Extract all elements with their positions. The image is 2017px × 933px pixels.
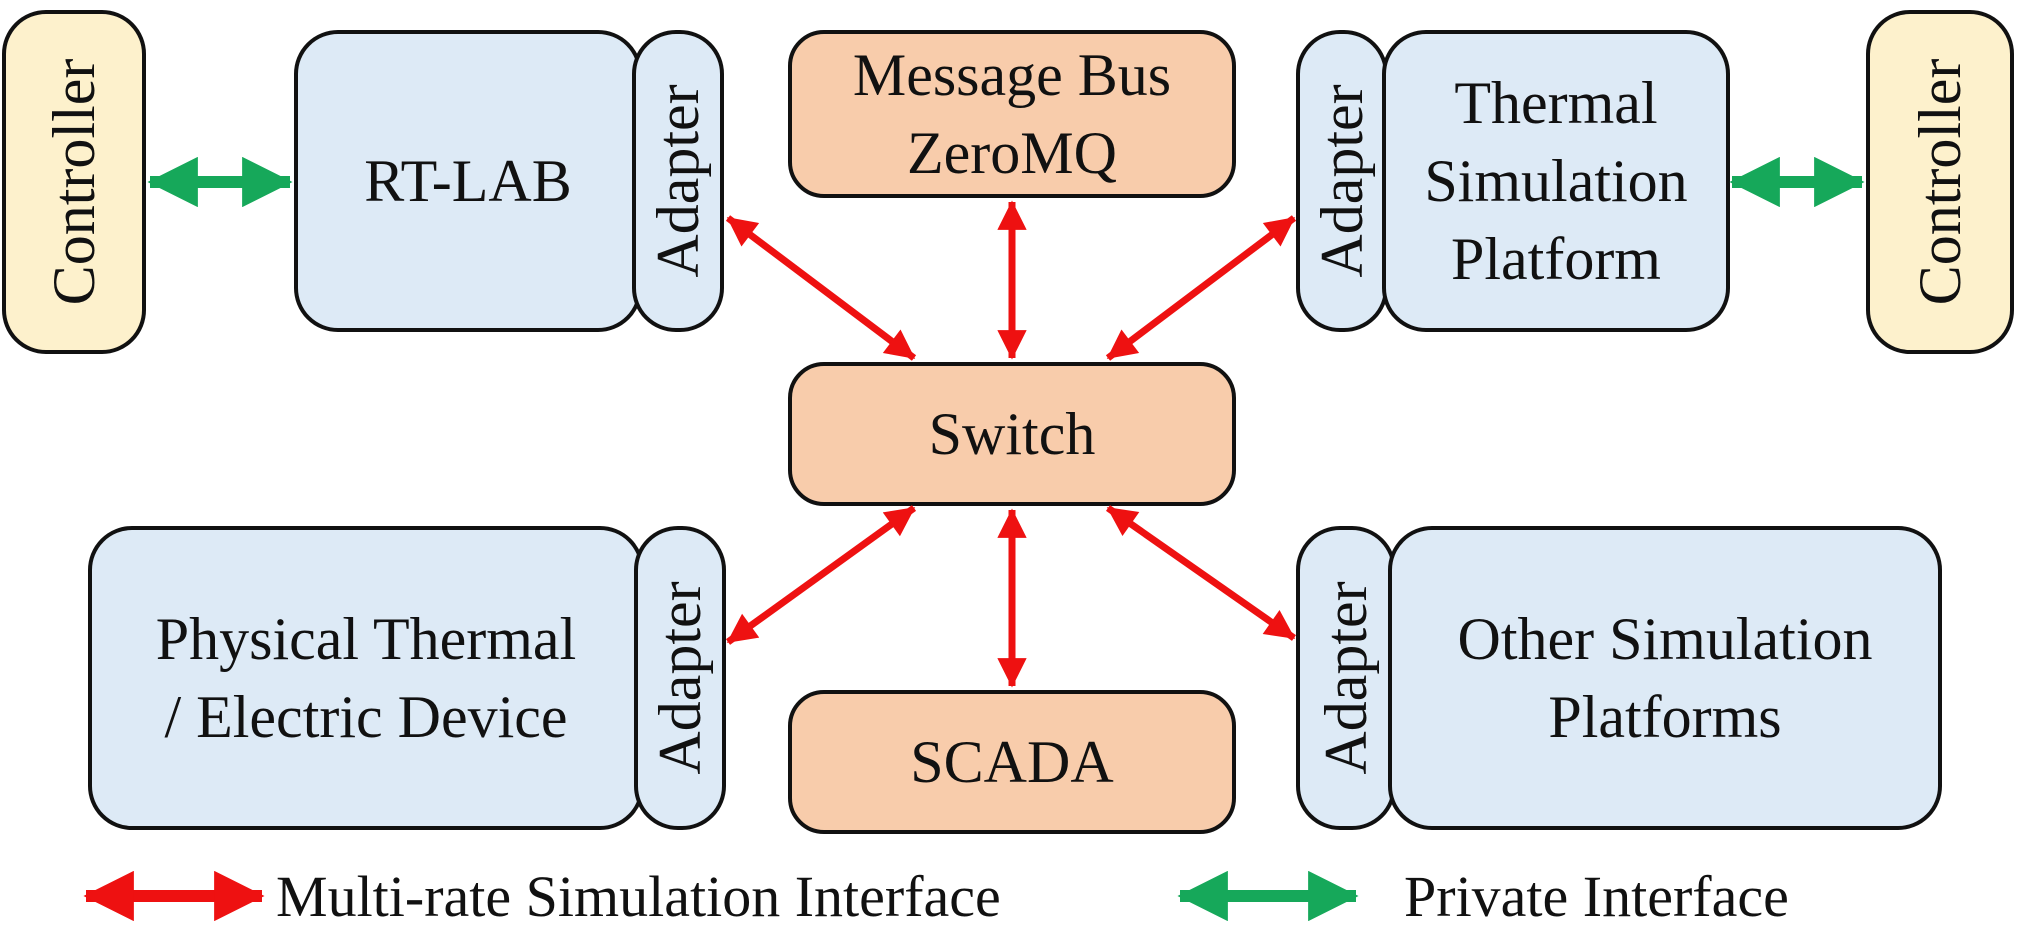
other-platforms-box: Other Simulation Platforms [1388,526,1942,830]
thermal-platform-box: Thermal Simulation Platform [1382,30,1730,332]
legend-multi-rate-label: Multi-rate Simulation Interface [276,864,1001,929]
other-adapter-label: Adapter [1313,581,1379,775]
multi-rate-link-other-switch [1105,505,1297,641]
thermal-platform-label-line3: Platform [1451,226,1661,292]
other-platforms-label-line2: Platforms [1548,684,1782,750]
message-bus-label-line1: Message Bus [852,42,1172,108]
controller-left-label: Controller [41,58,107,306]
multi-rate-link-physical-switch [725,505,917,645]
controller-right-label: Controller [1907,58,1973,306]
physical-adapter-label: Adapter [647,581,713,775]
rtlab-adapter-box: Adapter [632,30,724,332]
controller-left-box: Controller [2,10,146,354]
legend-private-label: Private Interface [1404,864,1789,929]
thermal-adapter-label: Adapter [1309,84,1375,278]
scada-label: SCADA [910,729,1114,795]
multi-rate-link-thermal-switch [1105,215,1297,361]
rtlab-box: RT-LAB [294,30,642,332]
switch-label: Switch [928,401,1096,467]
physical-device-box: Physical Thermal / Electric Device [88,526,644,830]
rtlab-label: RT-LAB [364,148,572,214]
physical-device-label-line1: Physical Thermal [155,606,577,672]
switch-box: Switch [788,362,1236,506]
controller-right-box: Controller [1866,10,2014,354]
scada-box: SCADA [788,690,1236,834]
physical-device-label-line2: / Electric Device [164,684,568,750]
physical-adapter-box: Adapter [634,526,726,830]
other-platforms-label-line1: Other Simulation [1457,606,1873,672]
thermal-adapter-box: Adapter [1296,30,1388,332]
other-adapter-box: Adapter [1296,526,1396,830]
multi-rate-link-rtlab-switch [725,215,917,361]
message-bus-box: Message Bus ZeroMQ [788,30,1236,198]
thermal-platform-label-line1: Thermal [1454,70,1658,136]
thermal-platform-label-line2: Simulation [1424,148,1688,214]
message-bus-label-line2: ZeroMQ [907,120,1117,186]
rtlab-adapter-label: Adapter [645,84,711,278]
